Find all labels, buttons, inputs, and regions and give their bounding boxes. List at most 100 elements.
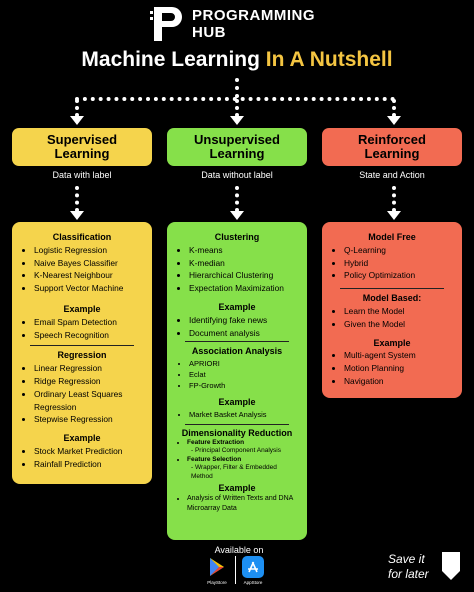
list-item: Linear Regression	[34, 362, 144, 375]
list-item: - Principal Component Analysis	[191, 447, 281, 455]
list-item: K-means	[189, 244, 299, 257]
example-list: Email Spam Detection Speech Recognition	[20, 316, 144, 342]
list-item: K-median	[189, 257, 299, 270]
header-unsupervised: Unsupervised Learning	[167, 128, 307, 166]
example-title: Example	[63, 303, 101, 314]
example-title: Example	[218, 301, 256, 312]
list-item: FP-Growth	[189, 380, 299, 391]
model-free-title: Model Free	[368, 232, 416, 242]
arrow-down-left-icon	[70, 211, 84, 220]
list-item: K-Nearest Neighbour	[34, 269, 144, 282]
association-title: Association Analysis	[191, 346, 283, 357]
bookmark-icon[interactable]	[442, 552, 460, 580]
save-for-later-text: Save it for later	[388, 552, 429, 581]
list-item: Feature Extraction	[187, 439, 299, 448]
list-item: Feature Selection	[187, 456, 299, 465]
model-free-list: Q-Learning Hybrid Policy Optimization	[330, 244, 454, 282]
list-item: Policy Optimization	[344, 269, 454, 282]
title-highlight: In A Nutshell	[265, 48, 393, 71]
appstore-icon[interactable]	[242, 556, 264, 578]
divider	[30, 345, 134, 347]
list-item: Eclat	[189, 369, 299, 380]
association-list: APRIORI Eclat FP-Growth	[175, 358, 299, 391]
example-title: Example	[218, 397, 256, 408]
list-item: Ordinary Least Squares Regression	[34, 388, 144, 414]
divider	[340, 288, 444, 290]
playstore-label: PlayStore	[207, 580, 227, 585]
available-on-label: Available on	[214, 545, 264, 555]
list-item: Navigation	[344, 375, 454, 388]
connector-down-left	[75, 186, 79, 212]
list-item: - Wrapper, Filter & Embedded Method	[191, 464, 277, 480]
list-item: Email Spam Detection	[34, 316, 144, 329]
list-item: Rainfall Prediction	[34, 458, 144, 471]
example-list: Multi-agent System Motion Planning Navig…	[330, 349, 454, 387]
dimensionality-reduction-content: Feature Extraction - Principal Component…	[175, 439, 299, 482]
header-supervised: Supervised Learning	[12, 128, 152, 166]
regression-list: Linear Regression Ridge Regression Ordin…	[20, 362, 144, 426]
regression-title: Regression	[57, 350, 107, 361]
connector-left	[75, 99, 79, 117]
reinforced-box: Model Free Q-Learning Hybrid Policy Opti…	[322, 222, 462, 398]
list-item: Ridge Regression	[34, 375, 144, 388]
arrow-center-icon	[230, 116, 244, 125]
clustering-title: Clustering	[214, 232, 260, 242]
example-title: Example	[63, 433, 101, 444]
page-title: Machine Learning In A Nutshell	[0, 48, 474, 72]
list-item: Document analysis	[189, 327, 299, 340]
example-list: Stock Market Prediction Rainfall Predict…	[20, 445, 144, 471]
list-item: Hybrid	[344, 257, 454, 270]
list-item: Learn the Model	[344, 305, 454, 318]
list-item: Support Vector Machine	[34, 282, 144, 295]
model-based-title: Model Based:	[362, 293, 422, 304]
list-item: Given the Model	[344, 318, 454, 331]
connector-center	[235, 99, 239, 117]
example-content: Analysis of Written Texts and DNA Microa…	[175, 494, 299, 513]
arrow-right-icon	[387, 116, 401, 125]
classification-title: Classification	[52, 232, 112, 242]
list-item: Market Basket Analysis	[189, 409, 299, 420]
subtitle-unsupervised: Data without label	[201, 170, 273, 180]
playstore-icon[interactable]	[206, 556, 228, 578]
brand: PROGRAMMING HUB	[150, 4, 350, 44]
header-reinforced: Reinforced Learning	[322, 128, 462, 166]
list-item: Identifying fake news	[189, 314, 299, 327]
clustering-list: K-means K-median Hierarchical Clustering…	[175, 244, 299, 295]
list-item: Hierarchical Clustering	[189, 269, 299, 282]
arrow-down-right-icon	[387, 211, 401, 220]
programming-hub-logo-icon	[150, 5, 184, 43]
list-item: Naive Bayes Classifier	[34, 257, 144, 270]
title-main: Machine Learning	[81, 48, 266, 71]
list-item: Stock Market Prediction	[34, 445, 144, 458]
footer-divider	[235, 556, 236, 584]
connector-down-center	[235, 186, 239, 212]
example-list: Market Basket Analysis	[175, 409, 299, 420]
list-item: Multi-agent System	[344, 349, 454, 362]
list-item: Speech Recognition	[34, 329, 144, 342]
model-based-list: Learn the Model Given the Model	[330, 305, 454, 331]
example-title: Example	[218, 483, 256, 494]
unsupervised-box: Clustering K-means K-median Hierarchical…	[167, 222, 307, 540]
subtitle-reinforced: State and Action	[359, 170, 425, 180]
list-item: Analysis of Written Texts and DNA Microa…	[187, 494, 299, 513]
list-item: Expectation Maximization	[189, 282, 299, 295]
subtitle-supervised: Data with label	[52, 170, 112, 180]
connector-main	[235, 78, 239, 98]
classification-list: Logistic Regression Naive Bayes Classifi…	[20, 244, 144, 295]
divider	[185, 423, 289, 425]
supervised-box: Classification Logistic Regression Naive…	[12, 222, 152, 484]
appstore-label: AppStore	[243, 580, 263, 585]
example-list: Identifying fake news Document analysis	[175, 314, 299, 340]
list-item: Stepwise Regression	[34, 413, 144, 426]
arrow-left-icon	[70, 116, 84, 125]
dimensionality-reduction-title: Dimensionality Reduction	[181, 427, 293, 438]
connector-right	[392, 99, 396, 117]
example-title: Example	[373, 337, 411, 348]
divider	[185, 341, 289, 343]
arrow-down-center-icon	[230, 211, 244, 220]
brand-name: PROGRAMMING HUB	[192, 7, 315, 41]
list-item: APRIORI	[189, 358, 299, 369]
list-item: Motion Planning	[344, 362, 454, 375]
list-item: Q-Learning	[344, 244, 454, 257]
list-item: Logistic Regression	[34, 244, 144, 257]
